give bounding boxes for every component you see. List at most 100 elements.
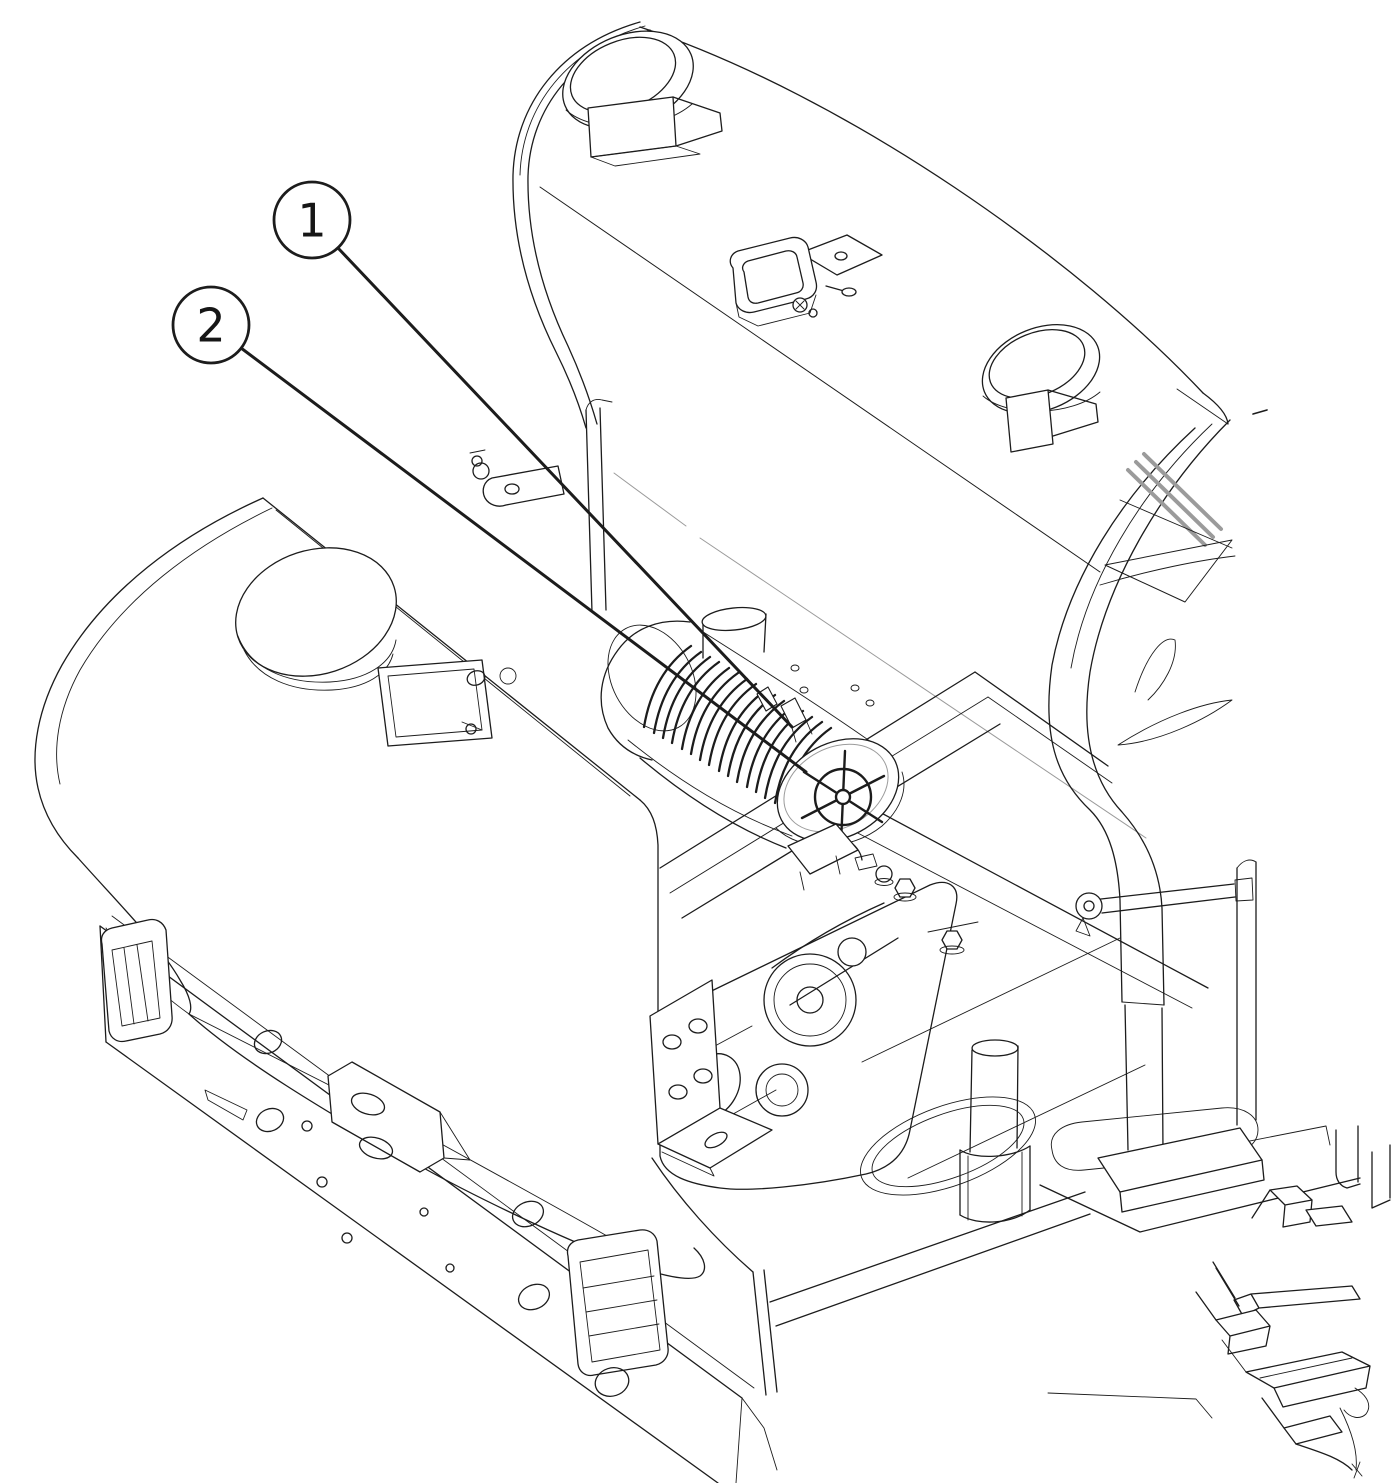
engine-bay-opening xyxy=(659,881,958,1190)
vent-slot-outer xyxy=(377,659,493,747)
collar-sides xyxy=(959,1145,1031,1216)
bumper-small-hole xyxy=(301,1120,313,1132)
inlet-pipe xyxy=(701,606,767,659)
latch-screw-cross xyxy=(795,300,805,310)
foot-pad-side xyxy=(1119,1159,1265,1213)
balloon-1-circle xyxy=(272,180,352,260)
grille-front-slats xyxy=(582,1275,660,1337)
pillar-inner-curve xyxy=(1048,427,1196,1003)
grille-left-inner xyxy=(111,940,161,1027)
mounting-plate-outline xyxy=(327,1061,445,1173)
leaf-spring-curve-2 xyxy=(1134,638,1176,701)
prop-rod-eye-hole xyxy=(1083,900,1095,912)
hood-corner-fold xyxy=(1202,392,1229,425)
ground-line xyxy=(1047,1392,1213,1419)
dot xyxy=(865,699,875,707)
screw-dots xyxy=(790,664,875,707)
post-sides xyxy=(969,1045,1019,1153)
tank-bay-left-wall xyxy=(639,799,659,1015)
bumper-small-hole xyxy=(316,1176,328,1188)
engine-bay-components xyxy=(649,902,899,1177)
hinge-strap xyxy=(1134,460,1215,539)
rear-upright xyxy=(1236,861,1257,1126)
cleat-spike-pair xyxy=(1335,1125,1361,1189)
cleat-bar-e-tail xyxy=(1261,1397,1353,1471)
hood-edge-tube-outer xyxy=(512,21,641,429)
fuel-cap-rim xyxy=(237,635,397,683)
hex-nut-2-washer xyxy=(939,945,965,955)
inlet-pipe-top xyxy=(701,606,767,632)
bumper-left-end xyxy=(99,925,107,1043)
grille-left-slats xyxy=(123,944,149,1025)
cleat-box-a-spike xyxy=(1251,1189,1271,1219)
grille-front xyxy=(566,1229,669,1397)
fuel-cap xyxy=(235,547,397,691)
tank-left-curve xyxy=(34,497,264,859)
bumper-sliver xyxy=(204,1089,248,1121)
cleat-box-c xyxy=(1215,1309,1271,1355)
bracket-hole xyxy=(668,1084,688,1100)
deck-front-edge xyxy=(769,1191,1091,1327)
bumper-right-corner xyxy=(735,1397,778,1483)
latch-screw-2 xyxy=(808,308,818,318)
fuel-tank xyxy=(34,497,958,1396)
hood-right-pillar xyxy=(1048,419,1231,1006)
dot xyxy=(799,686,809,694)
track-cleats xyxy=(1047,1125,1391,1479)
frame-rail-b1 xyxy=(871,807,1209,989)
callout-balloon-2: 2 xyxy=(171,285,251,365)
pulley-large-groove xyxy=(773,963,847,1037)
bolt-washer xyxy=(874,878,894,886)
deck-bracket-line xyxy=(927,921,979,933)
mounting-bracket-L xyxy=(649,979,773,1177)
pillar-mid-curve xyxy=(1070,423,1213,669)
collar-bottom xyxy=(959,1209,1031,1223)
deck-right-edge-2 xyxy=(987,696,1113,784)
chassis-bumper xyxy=(99,667,778,1483)
cleat-bar-b-spike xyxy=(1212,1261,1240,1307)
fuel-cap-top xyxy=(235,547,397,677)
filter-top-edge xyxy=(699,629,875,745)
latch-handle-inner xyxy=(741,250,804,304)
hood-support-strut xyxy=(469,399,613,613)
cap2-bracket-side xyxy=(1047,389,1099,437)
grille-left xyxy=(100,918,173,1043)
bumper-hole xyxy=(255,1107,285,1133)
filter-rear-shroud xyxy=(600,620,691,761)
callouts: 1 2 xyxy=(171,180,808,774)
bracket-flange-edge xyxy=(661,1151,715,1177)
tank-nose-top-edge xyxy=(651,1157,754,1273)
cleat-bar-b xyxy=(1233,1285,1361,1317)
cleat-slab-d-lines xyxy=(1221,1339,1353,1379)
pillar-outer-curve xyxy=(1086,419,1231,1006)
strut-top-hook xyxy=(585,399,613,411)
hood-panel xyxy=(512,21,1268,1006)
prop-rod-nipple xyxy=(1075,917,1091,937)
frame-rail-b2 xyxy=(851,829,1193,1009)
cleat-box-c-spike xyxy=(1195,1291,1217,1321)
bumper-bottom-edge xyxy=(105,1041,719,1483)
cap2-outer xyxy=(981,323,1101,415)
post-hole-inner xyxy=(871,1104,1025,1188)
deck-plate-edge-2 xyxy=(907,1064,1146,1179)
bumper-holes xyxy=(253,1029,551,1311)
filter-end-cap xyxy=(775,738,905,847)
vent-slot-screw xyxy=(465,723,477,735)
foot-pad-top xyxy=(1097,1127,1263,1193)
tick-mark xyxy=(1351,1461,1363,1479)
tank-left-curve-inner xyxy=(56,507,273,785)
hinge-fin-underline xyxy=(1099,555,1236,586)
oval-vent-cap-1 xyxy=(562,30,723,167)
tank-nose-corner xyxy=(752,1269,778,1396)
prop-rod-bracket xyxy=(1234,877,1254,902)
rear-upright-top xyxy=(1236,859,1257,869)
hex-nut-washer xyxy=(893,892,917,902)
grille-left-outer xyxy=(100,918,173,1043)
cap1-bracket-side xyxy=(672,96,723,147)
dot xyxy=(790,664,800,672)
hood-latch xyxy=(729,234,883,327)
strut-sides xyxy=(585,407,607,613)
filter-mount-bracket xyxy=(787,823,859,875)
bolt-head xyxy=(875,865,893,883)
